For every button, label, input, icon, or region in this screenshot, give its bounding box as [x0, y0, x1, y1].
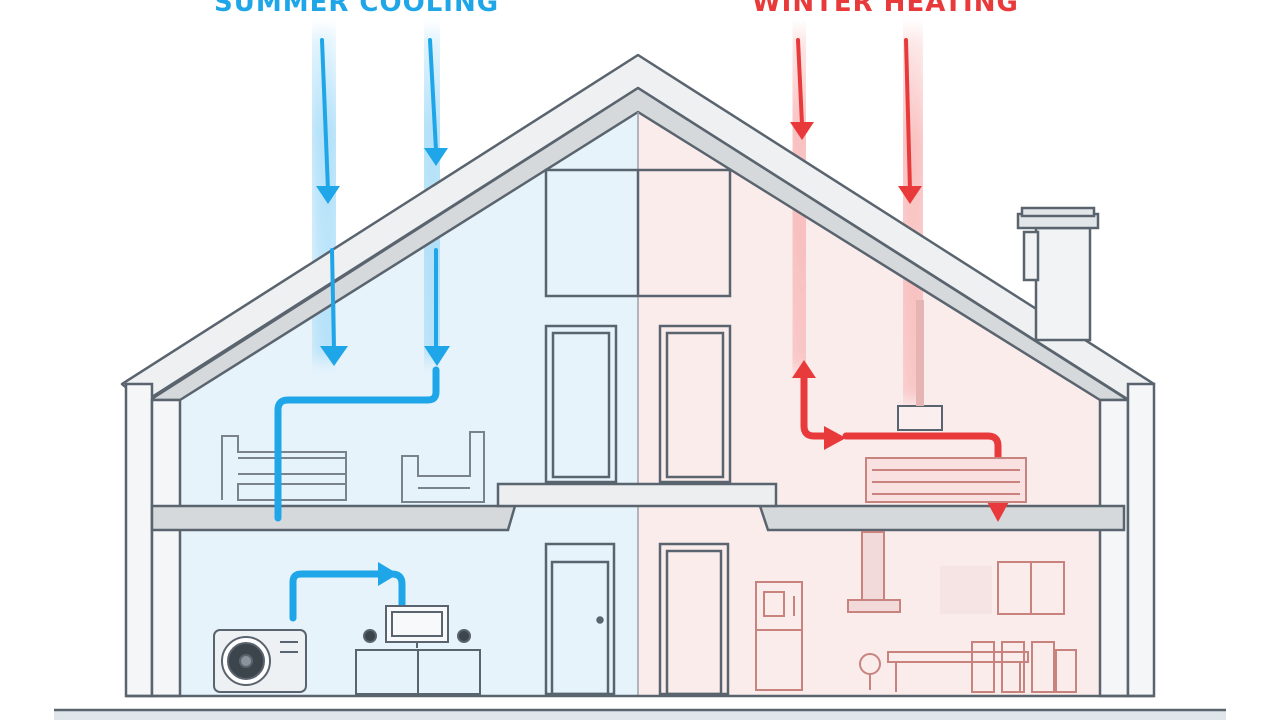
- heating-duct-arrowhead-right: [824, 426, 846, 450]
- fan-icon: [213, 629, 307, 693]
- chimney: [1016, 206, 1100, 342]
- arrow-down-icon: [790, 122, 922, 204]
- dining-table: [859, 641, 1077, 693]
- summer-cooling-title: SUMMER COOLING: [214, 0, 500, 18]
- heating-duct: [800, 366, 1002, 506]
- upper-floor-slab: [150, 482, 1126, 532]
- upper-doors: [544, 324, 732, 484]
- desk-with-monitor: [355, 605, 481, 695]
- kitchen-window: [940, 561, 1065, 615]
- arrow-down-icon: [316, 148, 450, 366]
- cool-zone-tint: [180, 112, 638, 696]
- lower-doors: [544, 542, 730, 696]
- armchair: [401, 431, 485, 503]
- warm-zone-tint: [638, 112, 1100, 696]
- cooling-duct-arrowhead: [378, 562, 398, 586]
- sofa: [221, 435, 347, 501]
- heater-unit: [865, 300, 1027, 503]
- range-hood: [847, 531, 901, 613]
- exterior-walls: [124, 382, 1156, 698]
- winter-heating-title: WINTER HEATING: [752, 0, 1019, 18]
- fridge: [755, 581, 803, 691]
- ground-line: [54, 694, 1226, 720]
- heating-duct-arrowhead-down: [986, 500, 1010, 522]
- attic-window: [544, 168, 732, 298]
- cooling-arrows: [320, 38, 438, 352]
